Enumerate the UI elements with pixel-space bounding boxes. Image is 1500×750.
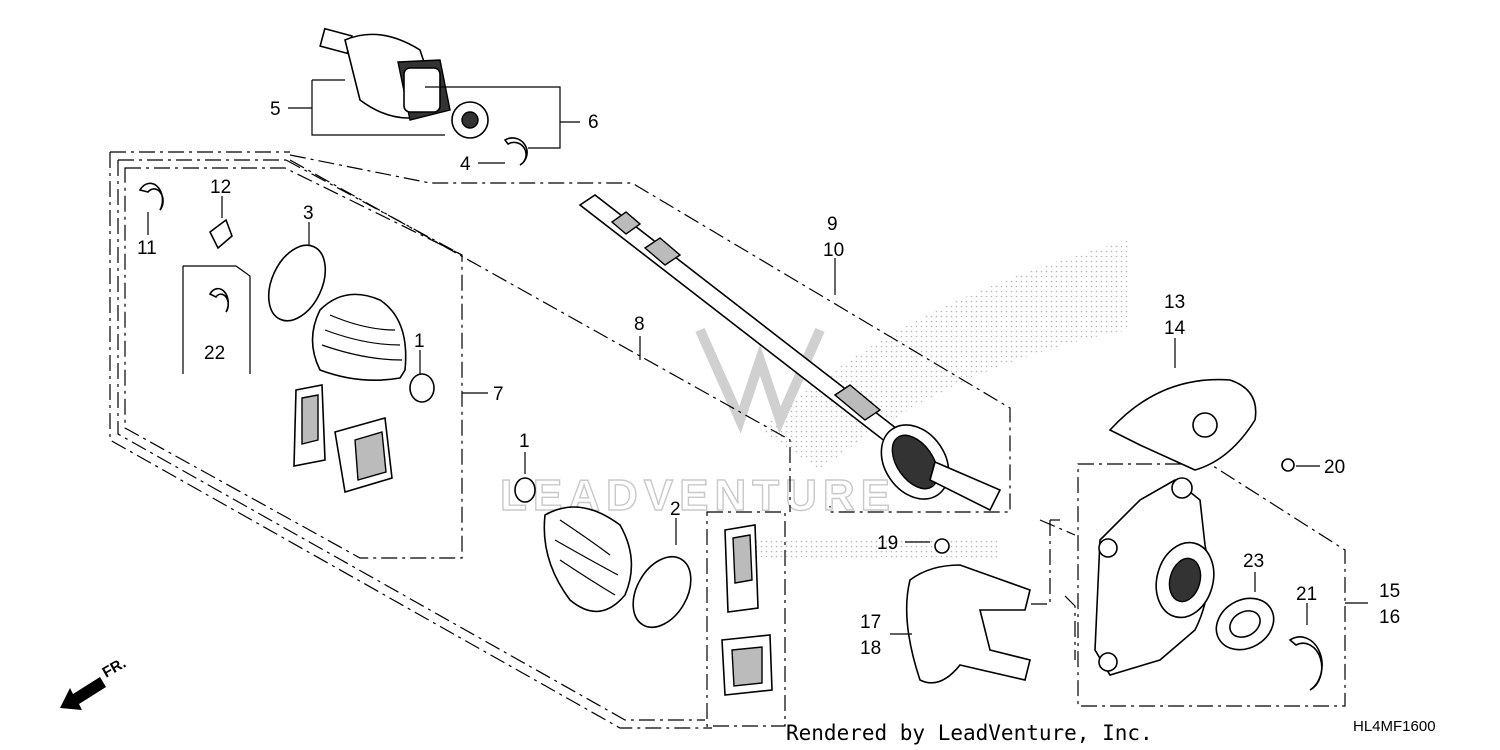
diagram-code: HL4MF1600	[1353, 718, 1436, 735]
callout-21: 21	[1296, 584, 1317, 605]
boot-kit-inner	[514, 477, 773, 696]
callout-3: 3	[303, 203, 314, 224]
front-arrow-icon: FR.	[60, 655, 129, 710]
callout-6: 6	[588, 112, 599, 133]
callout-20: 20	[1324, 457, 1345, 478]
callout-10: 10	[823, 240, 844, 261]
drive-shaft	[578, 194, 1002, 512]
callout-22: 22	[204, 343, 225, 364]
callout-1-upper: 1	[414, 331, 425, 352]
callout-23: 23	[1243, 551, 1264, 572]
callouts: 1 1 2 3 4 5 6 7 8 9 10 11 12 13 14 15 16…	[137, 99, 1400, 659]
callout-16: 16	[1379, 607, 1400, 628]
callout-11: 11	[137, 238, 157, 259]
callout-7: 7	[493, 384, 504, 405]
knuckle-assembly	[905, 378, 1323, 691]
group-outlines	[109, 151, 1346, 729]
callout-8: 8	[634, 314, 645, 335]
callout-9: 9	[827, 214, 838, 235]
callout-1-lower: 1	[519, 431, 530, 452]
callout-2: 2	[670, 499, 681, 520]
callout-5: 5	[270, 99, 281, 120]
callout-19: 19	[877, 533, 898, 554]
callout-14: 14	[1164, 318, 1186, 339]
front-arrow-label: FR.	[100, 655, 129, 682]
callout-17: 17	[860, 612, 881, 633]
boot-kit-outer	[138, 182, 435, 494]
watermark-logo	[695, 327, 825, 434]
callout-12: 12	[210, 177, 231, 198]
outboard-joint	[319, 27, 528, 166]
callout-18: 18	[860, 638, 881, 659]
callout-15: 15	[1379, 581, 1400, 602]
callout-13: 13	[1164, 292, 1185, 313]
callout-4: 4	[460, 154, 471, 175]
rendered-by-credit: Rendered by LeadVenture, Inc.	[786, 721, 1153, 745]
